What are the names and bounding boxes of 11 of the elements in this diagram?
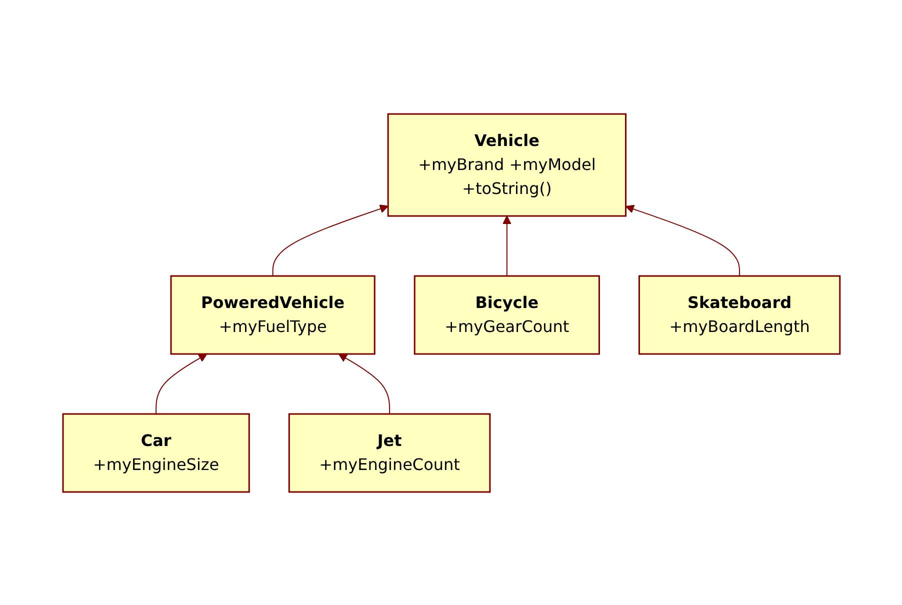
arrow <box>155 353 207 414</box>
node-box: Skateboard +myBoardLength <box>638 274 840 354</box>
arrow <box>502 215 511 276</box>
node-box: Bicycle +myGearCount <box>413 274 600 354</box>
arrow <box>338 353 390 414</box>
arrow <box>272 204 388 276</box>
node-box: Car +myEngineSize <box>62 412 250 492</box>
node-box: Jet +myEngineCount <box>288 412 490 492</box>
node-box: Vehicle +myBrand +myModel +toString() <box>386 112 626 216</box>
arrow <box>624 204 740 276</box>
node-box: PoweredVehicle +myFuelType <box>170 274 375 354</box>
